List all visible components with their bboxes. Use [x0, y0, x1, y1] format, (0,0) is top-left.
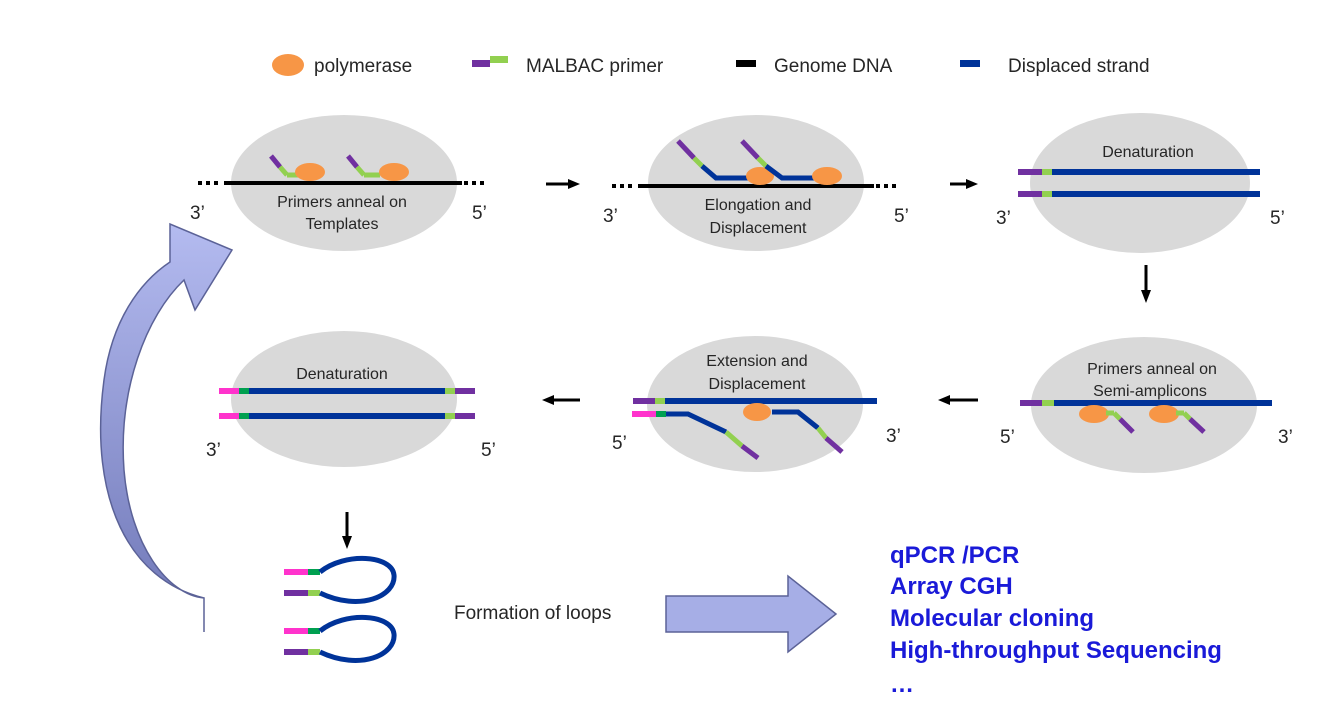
- step3-ellipse: [1030, 113, 1250, 253]
- applications-arrow: [665, 574, 838, 654]
- step-extension-displacement: Extension and Displacement 5’ 3’: [612, 336, 901, 472]
- step2-displaced-primer: [676, 139, 748, 181]
- step6-strand: [219, 388, 475, 394]
- legend-genome-label: Genome DNA: [774, 56, 893, 77]
- application-item: High-throughput Sequencing: [890, 637, 1222, 664]
- arrow-left-1: [938, 395, 978, 405]
- step4-label-line2: Semi-amplicons: [1093, 383, 1207, 400]
- step6-end-left: 3’: [206, 440, 221, 461]
- step3-end-left: 3’: [996, 208, 1011, 229]
- step7-label: Formation of loops: [454, 603, 611, 624]
- step2-label-line2: Displacement: [710, 220, 807, 237]
- step4-template-strand: [1020, 400, 1272, 406]
- legend-primer-icon: [472, 56, 508, 67]
- step-primers-anneal-templates: Primers anneal on Templates 3’ 5’: [190, 115, 488, 251]
- legend-primer-label: MALBAC primer: [526, 56, 664, 77]
- step-elongation-displacement: Elongation and Displacement 3’ 5’: [603, 115, 909, 251]
- step-denaturation-1: Denaturation 3’ 5’: [996, 113, 1285, 253]
- loop-1: [284, 556, 397, 604]
- step4-polymerase: [1149, 405, 1179, 423]
- legend-polymerase-icon: [272, 54, 304, 76]
- step5-top-strand: [633, 398, 877, 404]
- step2-end-right: 5’: [894, 206, 909, 227]
- arrow-right-1: [546, 179, 580, 189]
- step1-label-line2: Templates: [306, 216, 379, 233]
- step4-label-line1: Primers anneal on: [1087, 361, 1217, 378]
- step5-label-line1: Extension and: [706, 353, 807, 370]
- application-item: qPCR /PCR: [890, 542, 1019, 569]
- step4-polymerase: [1079, 405, 1109, 423]
- loop-2: [284, 615, 397, 663]
- legend-displaced-label: Displaced strand: [1008, 56, 1150, 77]
- step-primers-anneal-semi-amplicons: Primers anneal on Semi-amplicons 5’ 3’: [1000, 337, 1293, 473]
- step-formation-of-loops: Formation of loops: [284, 556, 611, 663]
- step-denaturation-2: Denaturation 3’ 5’: [206, 331, 496, 467]
- step1-polymerase: [379, 163, 409, 181]
- step1-polymerase: [295, 163, 325, 181]
- step5-end-left: 5’: [612, 433, 627, 454]
- step5-label-line2: Displacement: [709, 376, 806, 393]
- step5-new-strand: [632, 411, 760, 460]
- step2-polymerase: [746, 167, 774, 185]
- step4-primer: [1106, 410, 1135, 434]
- step6-label: Denaturation: [296, 366, 388, 383]
- step4-primer: [1176, 410, 1206, 434]
- step3-label: Denaturation: [1102, 144, 1194, 161]
- step2-displaced-primer: [740, 139, 814, 181]
- step5-displaced-primer: [772, 409, 844, 454]
- cycle-arrow: [99, 222, 234, 632]
- legend: polymerase MALBAC primer Genome DNA Disp…: [272, 54, 1150, 77]
- arrow-down-2: [342, 512, 352, 549]
- step1-end-left: 3’: [190, 203, 205, 224]
- step6-ellipse: [231, 331, 457, 467]
- applications-list: qPCR /PCR Array CGH Molecular cloning Hi…: [890, 542, 1222, 698]
- legend-genome-icon: [736, 60, 756, 67]
- step2-polymerase: [812, 167, 842, 185]
- step3-strand: [1018, 169, 1260, 175]
- application-item: …: [890, 671, 914, 698]
- legend-polymerase-label: polymerase: [314, 56, 412, 77]
- step1-primer: [346, 154, 380, 178]
- step5-polymerase: [743, 403, 771, 421]
- arrow-right-2: [950, 179, 978, 189]
- arrow-left-2: [542, 395, 580, 405]
- step4-end-right: 3’: [1278, 427, 1293, 448]
- step3-end-right: 5’: [1270, 208, 1285, 229]
- application-item: Array CGH: [890, 573, 1013, 600]
- arrow-down-1: [1141, 265, 1151, 303]
- step6-end-right: 5’: [481, 440, 496, 461]
- step1-end-right: 5’: [472, 203, 487, 224]
- step5-end-right: 3’: [886, 426, 901, 447]
- step2-end-left: 3’: [603, 206, 618, 227]
- step4-end-left: 5’: [1000, 427, 1015, 448]
- step3-strand: [1018, 191, 1260, 197]
- step2-label-line1: Elongation and: [705, 197, 812, 214]
- legend-displaced-icon: [960, 60, 980, 67]
- step6-strand: [219, 413, 475, 419]
- step1-label-line1: Primers anneal on: [277, 194, 407, 211]
- application-item: Molecular cloning: [890, 605, 1094, 632]
